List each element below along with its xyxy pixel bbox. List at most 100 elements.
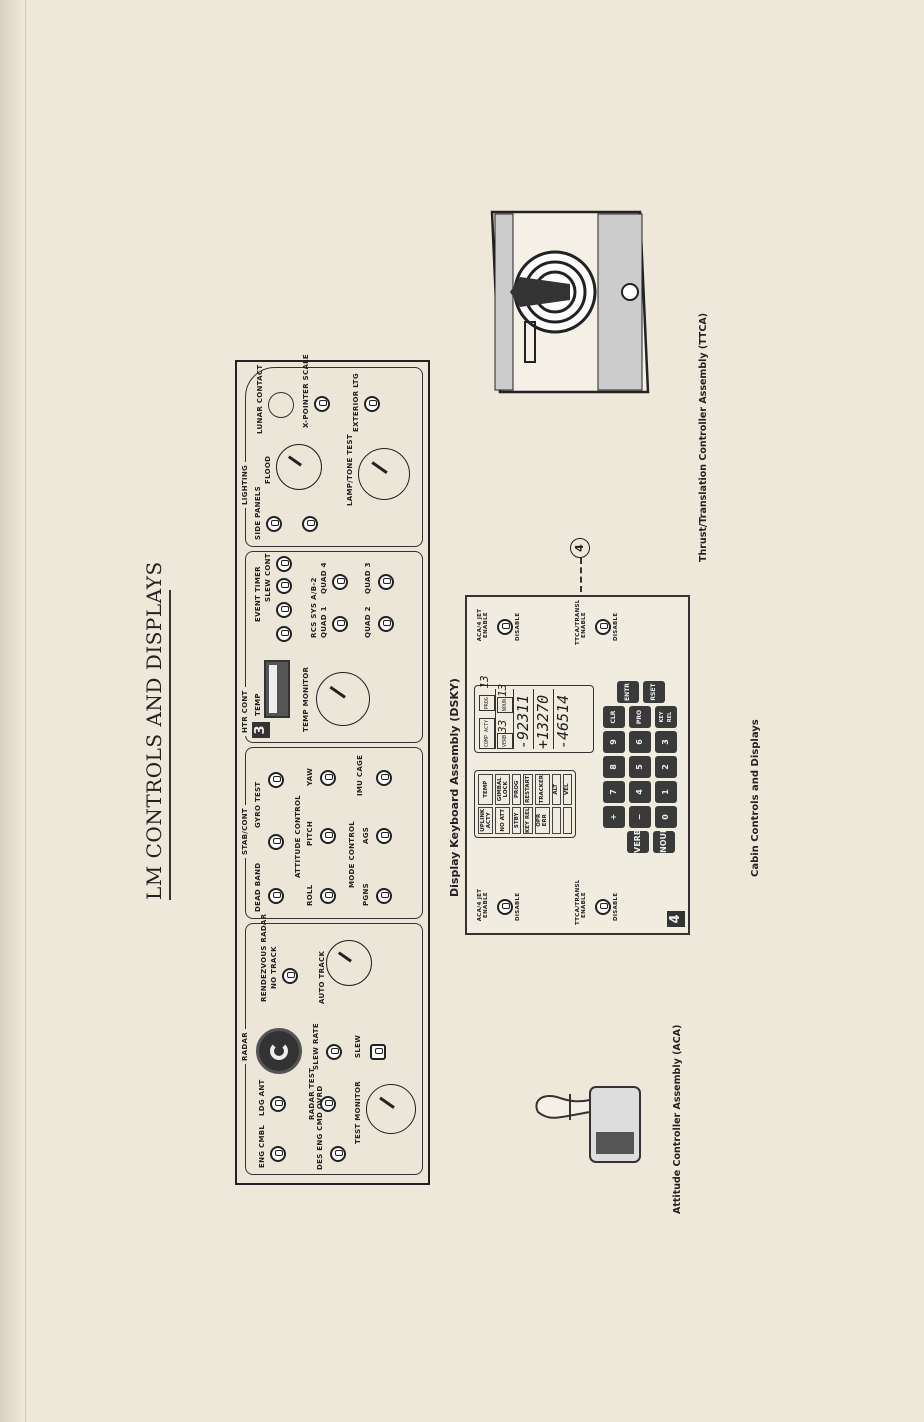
key-key-rel[interactable]: KEY REL: [655, 706, 677, 728]
key-entr[interactable]: ENTR: [617, 681, 639, 703]
ttca-enable-switch-right[interactable]: [595, 619, 611, 635]
roll-switch[interactable]: [320, 888, 336, 904]
key-4[interactable]: 4: [629, 781, 651, 803]
ttca-caption: Thrust/Translation Controller Assembly (…: [698, 312, 709, 562]
side-panels-switch[interactable]: [266, 516, 282, 532]
htr-cont-label: HTR CONT: [241, 687, 249, 736]
lighting-section: LIGHTING SIDE PANELS FLOOD LUNAR CONTACT…: [241, 354, 423, 547]
dead-band-switch[interactable]: [268, 888, 284, 904]
temp-monitor-label: TEMP MONITOR: [302, 666, 310, 732]
temp-monitor-dial[interactable]: [316, 672, 370, 726]
slew-cont-label: SLEW CONT: [264, 553, 272, 602]
aca-enable-switch-left[interactable]: [497, 899, 513, 915]
key-5[interactable]: 5: [629, 756, 651, 778]
key-plus[interactable]: +: [603, 806, 625, 828]
key-noun[interactable]: NOUN: [653, 826, 675, 853]
rcs-label: RCS SYS A/B-2: [310, 577, 318, 638]
ttca-disable-label-left: DISABLE: [613, 892, 619, 921]
signal-strength-meter: [256, 1028, 302, 1074]
key-2[interactable]: 2: [655, 756, 677, 778]
status-light: UPLINK ACTY: [478, 806, 494, 834]
lunar-contact-label: LUNAR CONTACT: [256, 364, 264, 434]
temp-label: TEMP: [254, 693, 262, 716]
key-0[interactable]: 0: [655, 806, 677, 828]
key-7[interactable]: 7: [603, 781, 625, 803]
key-8[interactable]: 8: [603, 756, 625, 778]
imu-cage-label: IMU CAGE: [356, 754, 364, 796]
radar-test-switch[interactable]: [320, 1096, 336, 1112]
status-light: STBY: [512, 806, 522, 834]
key-rset[interactable]: RSET: [643, 681, 665, 703]
exterior-ltg-switch[interactable]: [364, 396, 380, 412]
eng-cmbl-switch[interactable]: [270, 1146, 286, 1162]
yaw-switch[interactable]: [320, 770, 336, 786]
pgns-switch[interactable]: [376, 888, 392, 904]
timer-reset-switch[interactable]: [276, 626, 292, 642]
quad3-switch[interactable]: [378, 574, 394, 590]
aca-enable-label-right: ACA/4 JET ENABLE: [477, 608, 489, 642]
key-minus[interactable]: −: [629, 806, 651, 828]
dsky-number-badge: 4: [667, 911, 685, 927]
quad4-switch[interactable]: [332, 574, 348, 590]
slew-switch[interactable]: [370, 1044, 386, 1060]
quad1-switch[interactable]: [332, 616, 348, 632]
x-pointer-scale-switch[interactable]: [314, 396, 330, 412]
pitch-label: PITCH: [306, 820, 314, 846]
htr-timer-section: 3 HTR CONT TEMP TEMP MONITOR EVENT TIMER…: [241, 551, 423, 743]
register-1: -92311: [514, 689, 534, 749]
key-verb[interactable]: VERB: [627, 829, 649, 853]
comp-acty-indicator: COMP ACTY: [479, 717, 495, 749]
key-clr[interactable]: CLR: [603, 706, 625, 728]
gyro-test-switch-2[interactable]: [268, 772, 284, 788]
auto-track-label: AUTO TRACK: [318, 950, 326, 1004]
dsky-display: COMP ACTY PROG 13 VERB33 NOUN13 -92311 +…: [474, 675, 594, 753]
status-light: GIMBAL LOCK: [495, 774, 511, 805]
ttca-enable-switch-left[interactable]: [595, 899, 611, 915]
status-light: [562, 806, 572, 834]
exterior-ltg-label: EXTERIOR LTG: [352, 373, 360, 432]
anun-switch[interactable]: [302, 516, 318, 532]
aca-enable-switch-right[interactable]: [497, 619, 513, 635]
key-1[interactable]: 1: [655, 781, 677, 803]
x-pointer-scale-label: X-POINTER SCALE: [302, 354, 310, 428]
test-monitor-dial[interactable]: [366, 1084, 416, 1134]
quad4-label: QUAD 4: [320, 562, 328, 594]
radar-mode-dial[interactable]: [326, 940, 372, 986]
timer-tens-switch[interactable]: [276, 578, 292, 594]
ldg-ant-switch[interactable]: [270, 1096, 286, 1112]
key-3[interactable]: 3: [655, 731, 677, 753]
imu-cage-switch[interactable]: [376, 770, 392, 786]
flood-dial[interactable]: [276, 444, 322, 490]
status-light: KEY REL: [523, 806, 533, 834]
slew-rate-switch[interactable]: [326, 1044, 342, 1060]
page-title: LM CONTROLS AND DISPLAYS: [142, 561, 171, 900]
aca-illustration: [530, 1077, 650, 1172]
register-2: +13270: [534, 689, 554, 749]
key-6[interactable]: 6: [629, 731, 651, 753]
quad2-switch[interactable]: [378, 616, 394, 632]
slew-label: SLEW: [354, 1034, 362, 1058]
ldg-ant-label: LDG ANT: [258, 1079, 266, 1116]
dsky-panel: ACA/4 JET ENABLE DISABLE TTCA/TRANSL ENA…: [465, 595, 690, 935]
ttca-enable-label-left: TTCA/TRANSL ENABLE: [575, 879, 587, 925]
pitch-switch[interactable]: [320, 828, 336, 844]
des-eng-switch[interactable]: [330, 1146, 346, 1162]
timer-start-switch[interactable]: [276, 602, 292, 618]
noun-label: NOUN: [497, 697, 513, 714]
quad3-label: QUAD 3: [364, 562, 372, 594]
gyro-test-switch-1[interactable]: [268, 834, 284, 850]
ags-switch[interactable]: [376, 828, 392, 844]
register-3: -46514: [554, 694, 572, 749]
dead-band-label: DEAD BAND: [254, 862, 262, 912]
mode-control-label: MODE CONTROL: [348, 820, 356, 888]
key-pro[interactable]: PRO: [629, 706, 651, 728]
control-panel-3: RADAR ENG CMBL DES ENG CMD OVRD LDG ANT …: [235, 354, 430, 1185]
status-lights: UPLINK ACTY TEMP NO ATT GIMBAL LOCK STBY…: [474, 770, 576, 838]
gyro-test-label: GYRO TEST: [254, 781, 262, 828]
lamp-tone-test-dial[interactable]: [358, 448, 410, 500]
lamp-tone-test-label: LAMP/TONE TEST: [346, 434, 354, 506]
key-9[interactable]: 9: [603, 731, 625, 753]
status-light: PROG: [512, 774, 522, 805]
ttca-enable-label-right: TTCA/TRANSL ENABLE: [575, 599, 587, 645]
timer-units-switch[interactable]: [276, 556, 292, 572]
